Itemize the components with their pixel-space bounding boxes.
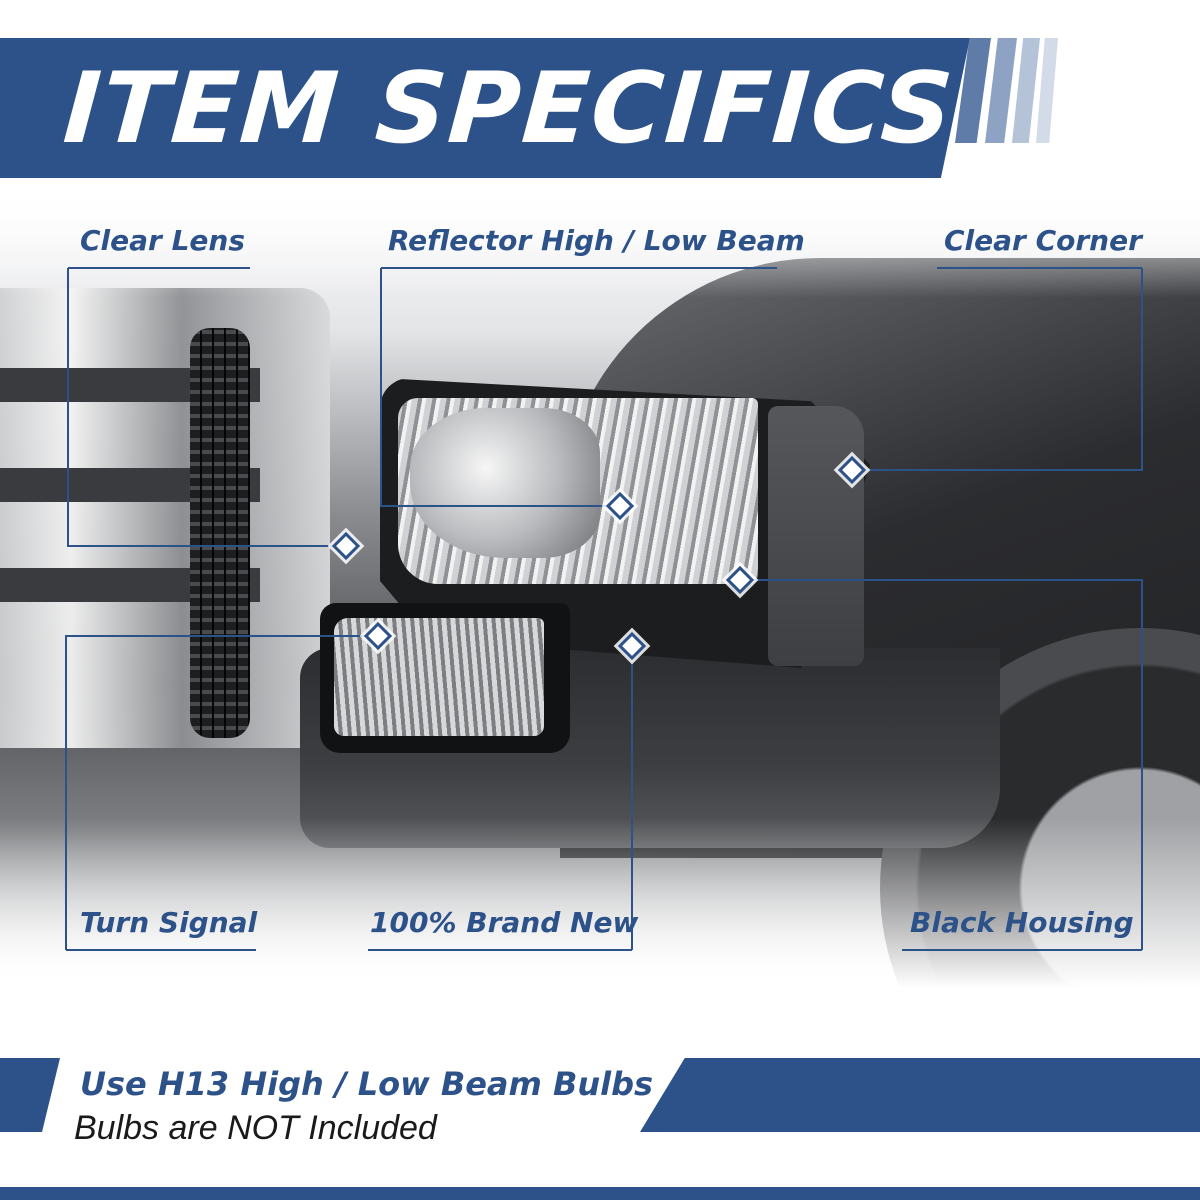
header-title: ITEM SPECIFICS	[60, 52, 959, 166]
banner-stripe	[1036, 38, 1058, 143]
callout-brand-new: 100% Brand New	[370, 906, 639, 939]
banner-stripe	[1012, 38, 1040, 143]
banner-stripe	[985, 38, 1017, 143]
bulb-type-text: Use H13 High / Low Beam Bulbs	[80, 1065, 654, 1103]
grille-shape	[0, 288, 330, 748]
footer-accent-left	[0, 1058, 60, 1132]
callout-turn-signal: Turn Signal	[80, 906, 258, 939]
headlight-reflector	[410, 408, 600, 558]
callout-black-housing: Black Housing	[910, 906, 1134, 939]
grille-mesh	[190, 328, 250, 738]
headlight-photo	[0, 178, 1200, 1018]
footer-bar	[0, 1187, 1200, 1200]
callout-clear-lens: Clear Lens	[80, 224, 246, 257]
header-banner	[0, 38, 970, 178]
footer-accent-right	[640, 1058, 1200, 1132]
headlight-corner	[768, 406, 864, 666]
callout-clear-corner: Clear Corner	[944, 224, 1142, 257]
callout-reflector: Reflector High / Low Beam	[388, 224, 805, 257]
bulbs-not-included-text: Bulbs are NOT Included	[74, 1109, 437, 1147]
